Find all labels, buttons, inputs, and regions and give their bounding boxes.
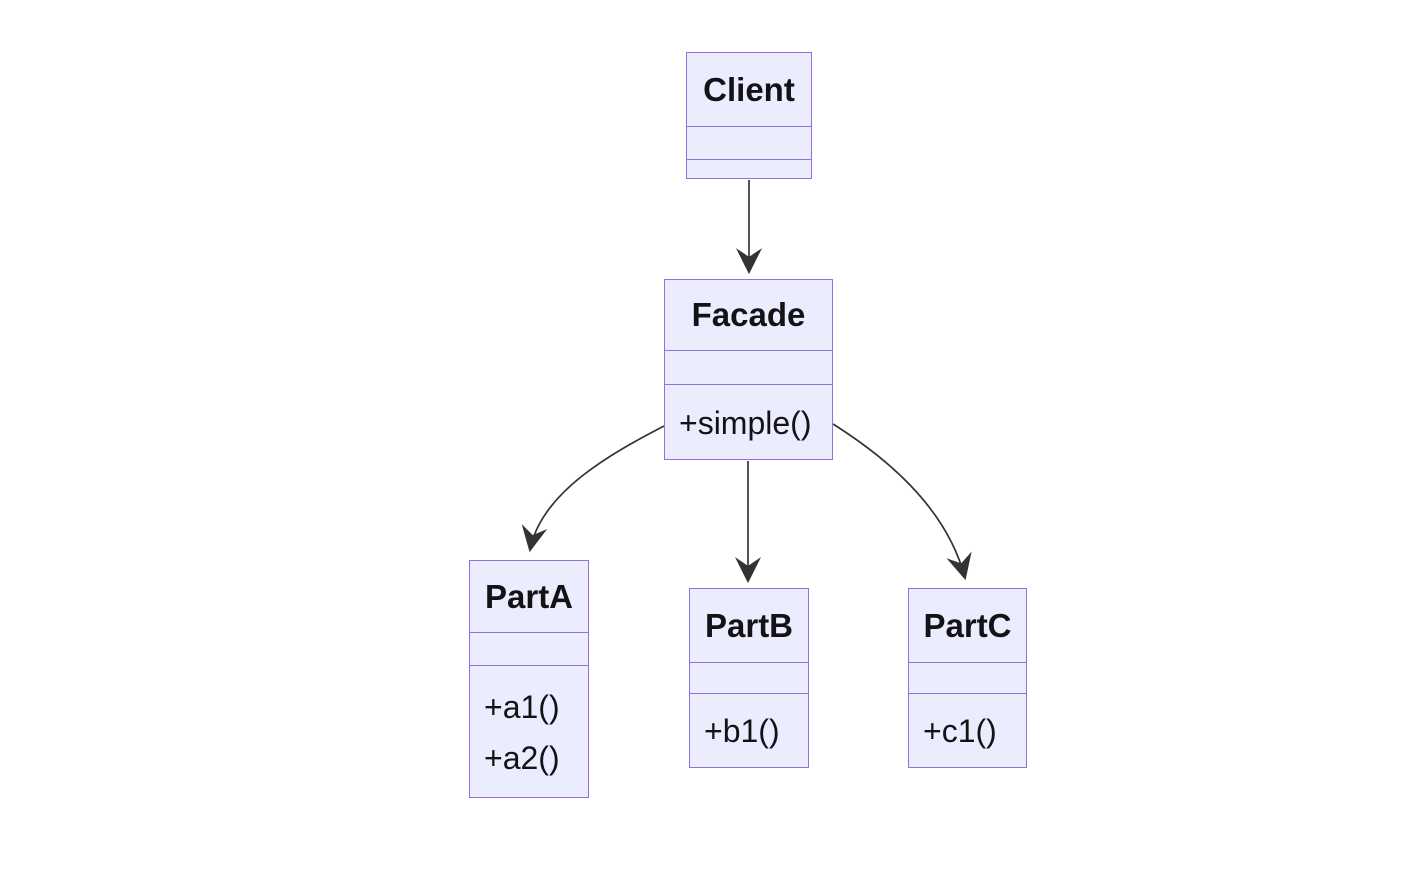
method-b1: +b1() — [704, 713, 780, 750]
class-node-parta: PartA +a1() +a2() — [469, 560, 589, 798]
class-title-partc: PartC — [923, 606, 1012, 644]
method-a1: +a1() — [484, 688, 560, 725]
class-attributes-client — [687, 126, 811, 159]
class-title-partb: PartB — [704, 606, 794, 644]
edge-facade-parta — [521, 425, 665, 553]
class-node-partc: PartC +c1() — [908, 588, 1027, 768]
class-methods-parta: +a1() +a2() — [470, 665, 588, 799]
class-title-client: Client — [703, 70, 795, 108]
class-attributes-partb — [690, 662, 808, 693]
method-c1: +c1() — [923, 713, 997, 750]
class-node-partb: PartB +b1() — [689, 588, 809, 768]
class-methods-partc: +c1() — [909, 693, 1026, 769]
class-attributes-facade — [665, 350, 832, 384]
class-methods-facade: +simple() — [665, 384, 832, 461]
class-title-facade: Facade — [691, 296, 806, 333]
class-node-facade: Facade +simple() — [664, 279, 833, 460]
class-attributes-parta — [470, 632, 588, 665]
class-methods-partb: +b1() — [690, 693, 808, 769]
method-a2: +a2() — [484, 740, 560, 776]
class-node-client: Client — [686, 52, 812, 179]
method-simple: +simple() — [679, 404, 812, 441]
edge-facade-partc — [832, 423, 972, 581]
class-attributes-partc — [909, 662, 1026, 693]
class-methods-client — [687, 159, 811, 180]
class-title-parta: PartA — [484, 577, 574, 615]
